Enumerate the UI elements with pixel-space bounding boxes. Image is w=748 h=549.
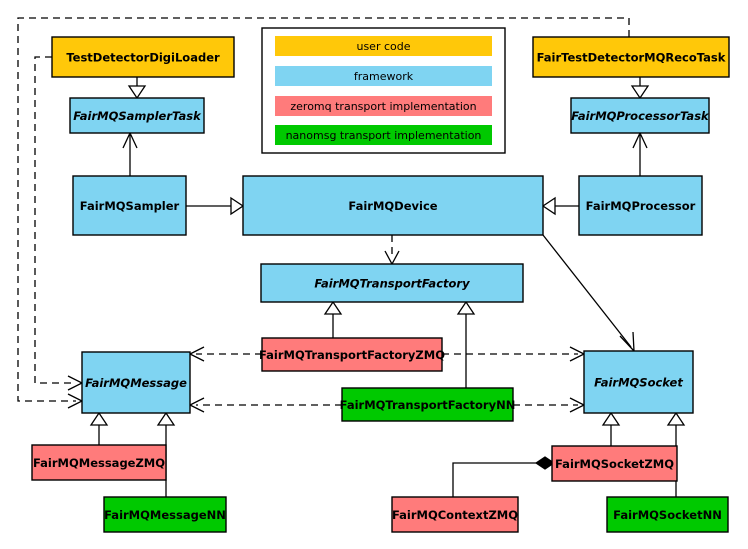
class-node-FairMQMessageZMQ[interactable]: FairMQMessageZMQ bbox=[31, 444, 167, 481]
arrowhead-triangle-factorynn bbox=[456, 300, 476, 315]
arrowhead-triangle-processor-device bbox=[541, 196, 556, 216]
node-layer: TestDetectorDigiLoader FairTestDetectorMQ… bbox=[31, 36, 730, 533]
edge-contextzmq-socketzmq bbox=[452, 462, 536, 497]
class-name-label: FairMQTransportFactoryZMQ bbox=[259, 348, 445, 362]
class-name-label: FairMQTransportFactoryNN bbox=[340, 398, 516, 412]
edge-digiloader-to-message bbox=[34, 56, 76, 384]
class-name-label: FairMQSocketNN bbox=[613, 508, 722, 522]
class-box bbox=[606, 496, 729, 533]
class-node-FairMQSamplerTask[interactable]: FairMQSamplerTask bbox=[69, 97, 205, 134]
class-box bbox=[51, 36, 235, 78]
class-name-label: FairMQMessageNN bbox=[104, 508, 226, 522]
arrowhead-triangle-sampler-device bbox=[230, 196, 245, 216]
class-box bbox=[81, 351, 191, 414]
color-legend: user code framework zeromq transport imp… bbox=[261, 27, 506, 154]
class-name-label: FairMQTransportFactory bbox=[314, 277, 470, 291]
arrowhead-triangle-samplertask bbox=[127, 85, 147, 100]
class-box bbox=[261, 337, 443, 372]
class-node-FairMQTransportFactoryNN[interactable]: FairMQTransportFactoryNN bbox=[340, 387, 516, 422]
class-box bbox=[578, 175, 703, 236]
class-node-FairMQTransportFactoryZMQ[interactable]: FairMQTransportFactoryZMQ bbox=[259, 337, 445, 372]
class-name-label: FairTestDetectorMQRecoTask bbox=[537, 51, 726, 65]
legend-label-framework: framework bbox=[354, 70, 414, 83]
class-box bbox=[532, 36, 730, 78]
class-node-FairMQProcessor[interactable]: FairMQProcessor bbox=[578, 175, 703, 236]
class-name-label: FairMQSampler bbox=[80, 199, 180, 213]
legend-swatch-user-code bbox=[275, 36, 492, 56]
legend-label-nanomsg: nanomsg transport implementation bbox=[286, 129, 482, 142]
class-node-FairMQSocket[interactable]: FairMQSocket bbox=[583, 350, 694, 414]
class-box bbox=[551, 445, 678, 482]
edge-layer bbox=[17, 17, 686, 497]
class-name-label: FairMQMessageZMQ bbox=[33, 456, 165, 470]
class-name-label: FairMQSocket bbox=[594, 376, 683, 390]
class-name-label: FairMQContextZMQ bbox=[392, 508, 518, 522]
class-name-label: FairMQDevice bbox=[348, 199, 437, 213]
arrowhead-triangle-messagezmq bbox=[89, 411, 109, 426]
class-box bbox=[69, 97, 205, 134]
class-box bbox=[72, 175, 187, 236]
class-node-FairMQProcessorTask[interactable]: FairMQProcessorTask bbox=[570, 97, 710, 134]
class-box bbox=[341, 387, 514, 422]
arrowhead-triangle-processortask bbox=[630, 85, 650, 100]
arrowhead-triangle-socketnn bbox=[666, 411, 686, 426]
arrowhead-triangle-socketzmq bbox=[601, 411, 621, 426]
class-box bbox=[242, 175, 544, 236]
class-node-FairMQTransportFactory[interactable]: FairMQTransportFactory bbox=[260, 263, 524, 303]
edge-device-socket bbox=[542, 234, 632, 348]
legend-swatch-zeromq bbox=[275, 96, 492, 116]
legend-label-user-code: user code bbox=[356, 40, 410, 53]
class-box bbox=[583, 350, 694, 414]
class-node-FairMQContextZMQ[interactable]: FairMQContextZMQ bbox=[391, 496, 519, 533]
legend-label-zeromq: zeromq transport implementation bbox=[290, 100, 476, 113]
class-node-FairMQSocketZMQ[interactable]: FairMQSocketZMQ bbox=[551, 445, 678, 482]
class-name-label: TestDetectorDigiLoader bbox=[66, 51, 220, 65]
class-node-FairTestDetectorMQRecoTask[interactable]: FairTestDetectorMQRecoTask bbox=[532, 36, 730, 78]
class-node-FairMQMessageNN[interactable]: FairMQMessageNN bbox=[103, 496, 227, 533]
arrowhead-triangle-messagenn bbox=[156, 411, 176, 426]
class-name-label: FairMQProcessorTask bbox=[571, 109, 710, 123]
class-box bbox=[31, 444, 167, 481]
diamond-composition-socketzmq bbox=[534, 456, 556, 470]
class-node-FairMQMessage[interactable]: FairMQMessage bbox=[81, 351, 191, 414]
class-name-label: FairMQProcessor bbox=[586, 199, 696, 213]
class-node-FairMQDevice[interactable]: FairMQDevice bbox=[242, 175, 544, 236]
class-box bbox=[103, 496, 227, 533]
class-box bbox=[391, 496, 519, 533]
class-name-label: FairMQMessage bbox=[85, 376, 187, 390]
class-node-FairMQSampler[interactable]: FairMQSampler bbox=[72, 175, 187, 236]
class-box bbox=[260, 263, 524, 303]
class-name-label: FairMQSamplerTask bbox=[73, 109, 202, 123]
class-node-FairMQSocketNN[interactable]: FairMQSocketNN bbox=[606, 496, 729, 533]
legend-swatch-framework bbox=[275, 66, 492, 86]
legend-swatch-nanomsg bbox=[275, 125, 492, 145]
arrowhead-triangle-factoryzmq bbox=[323, 300, 343, 315]
edge-recotask-to-message bbox=[17, 17, 630, 402]
class-box bbox=[570, 97, 710, 134]
class-name-label: FairMQSocketZMQ bbox=[555, 457, 674, 471]
class-node-TestDetectorDigiLoader[interactable]: TestDetectorDigiLoader bbox=[51, 36, 235, 78]
